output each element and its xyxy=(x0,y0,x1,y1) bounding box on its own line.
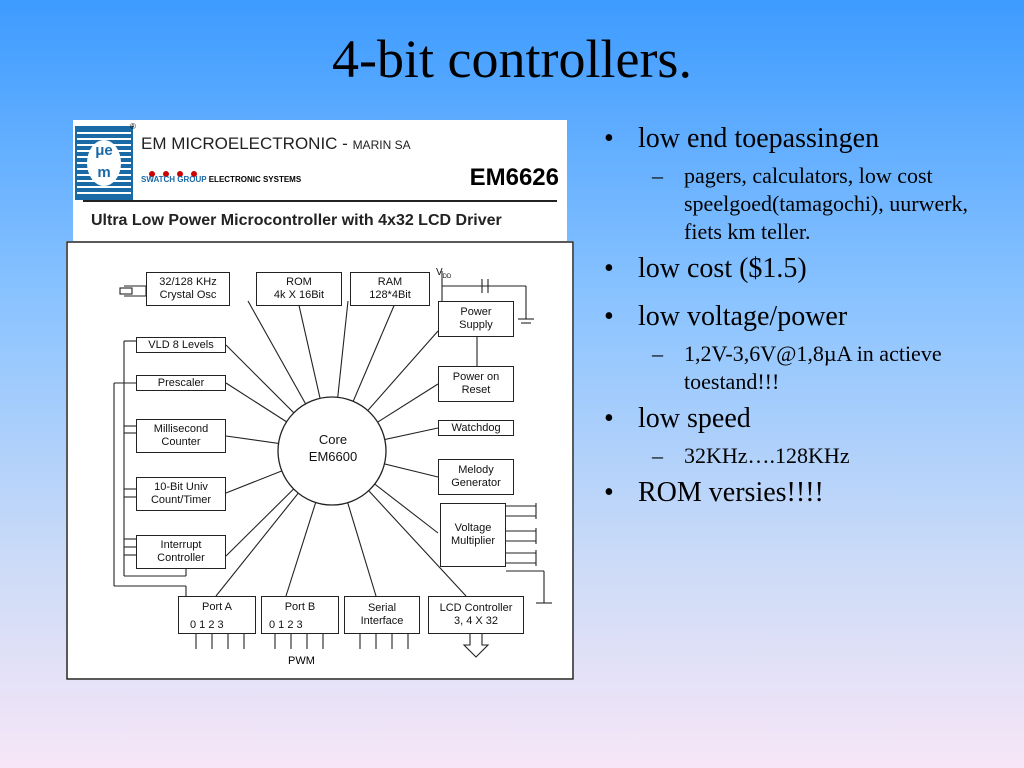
datasheet-subtitle: Ultra Low Power Microcontroller with 4x3… xyxy=(91,212,502,229)
bullet-low-cost: low cost ($1.5) xyxy=(600,252,1010,286)
swatch-dots-icon xyxy=(149,164,209,177)
slide-title: 4-bit controllers. xyxy=(332,29,692,89)
bullet-low-voltage: low voltage/power xyxy=(600,300,1010,334)
logo-text-bottom: m xyxy=(97,164,111,181)
vdd-label: VDD xyxy=(436,267,452,280)
bullet-rom: ROM versies!!!! xyxy=(600,476,1010,510)
pwm-label: PWM xyxy=(288,655,315,667)
em-logo: μe m xyxy=(75,126,133,200)
port-a-pins: 0 1 2 3 xyxy=(190,619,224,631)
port-b-pins: 0 1 2 3 xyxy=(269,619,303,631)
sub-bullet-voltage: 1,2V-3,6V@1,8µA in actieve toestand!!! xyxy=(600,340,1010,396)
sub-bullet-applications: pagers, calculators, low cost speelgoed(… xyxy=(600,162,1010,246)
bullet-low-speed: low speed xyxy=(600,402,1010,436)
port-b-block: Port B xyxy=(261,596,339,634)
bullet-low-end: low end toepassingen xyxy=(600,122,1010,156)
datasheet-header: μe m ® EM MICROELECTRONIC - MARIN SA SWA… xyxy=(73,120,567,242)
vld-block: VLD 8 Levels xyxy=(136,337,226,353)
watchdog-block: Watchdog xyxy=(438,420,514,436)
logo-text-top: μe xyxy=(95,142,113,159)
part-number: EM6626 xyxy=(469,164,559,191)
port-a-block: Port A xyxy=(178,596,256,634)
swatch-group: SWATCH GROUP ELECTRONIC SYSTEMS xyxy=(141,175,302,184)
bullet-list: low end toepassingen pagers, calculators… xyxy=(600,122,1010,510)
prescaler-block: Prescaler xyxy=(136,375,226,391)
header-divider xyxy=(83,200,557,202)
registered-mark: ® xyxy=(130,122,136,131)
diagram-lines xyxy=(66,241,574,680)
company-name: EM MICROELECTRONIC - MARIN SA xyxy=(141,134,411,153)
sub-bullet-speed: 32KHz….128KHz xyxy=(600,442,1010,470)
